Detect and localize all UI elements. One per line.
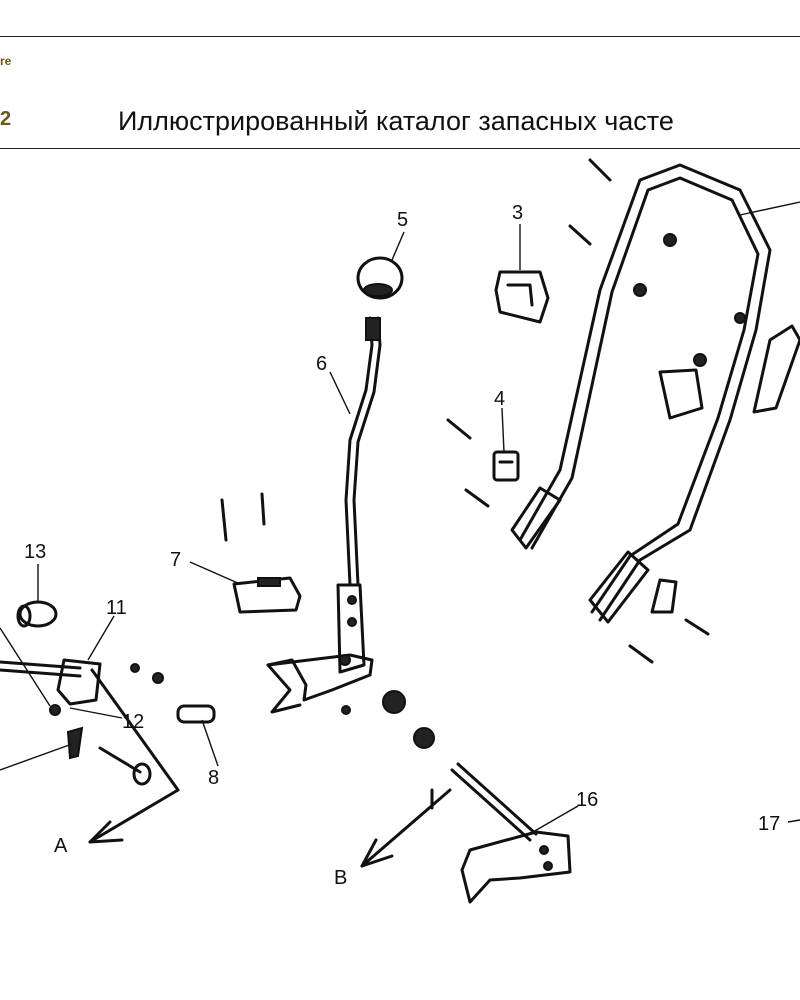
part-5-knob (356, 256, 404, 300)
callout-5: 5 (397, 209, 408, 231)
view-arrow-b (360, 788, 452, 868)
bolts-group-upper (446, 158, 612, 508)
part-8-pin (176, 704, 216, 724)
part-7-housing (220, 492, 302, 614)
callout-3: 3 (512, 202, 523, 224)
callout-4: 4 (494, 388, 505, 410)
view-marker-a: A (54, 835, 68, 857)
page-fragment: 2 (0, 108, 12, 130)
callout-11: 11 (106, 597, 127, 619)
header-bottom-rule (0, 148, 800, 149)
view-arrow-a (88, 788, 180, 844)
callout-6: 6 (316, 353, 327, 375)
part-6-lever (266, 316, 382, 714)
part-13-bushing (16, 600, 58, 628)
callout-7: 7 (170, 549, 181, 571)
part-3-clamp (494, 270, 550, 324)
callout-17: 17 (758, 813, 780, 835)
view-marker-b: B (334, 867, 347, 889)
part-11-pivot (0, 658, 180, 792)
brand-fragment: re (0, 54, 12, 68)
callout-8: 8 (208, 767, 219, 789)
catalog-title: Иллюстрированный каталог запасных часте (118, 106, 674, 136)
callout-12: 12 (122, 711, 144, 733)
part-4-bracket (492, 450, 520, 482)
callout-13: 13 (24, 541, 46, 563)
part-16-link (341, 690, 572, 904)
callout-16: 16 (576, 789, 598, 811)
handlebar-frame (510, 163, 800, 664)
leader-lines (0, 224, 800, 837)
header-top-rule (0, 36, 800, 37)
